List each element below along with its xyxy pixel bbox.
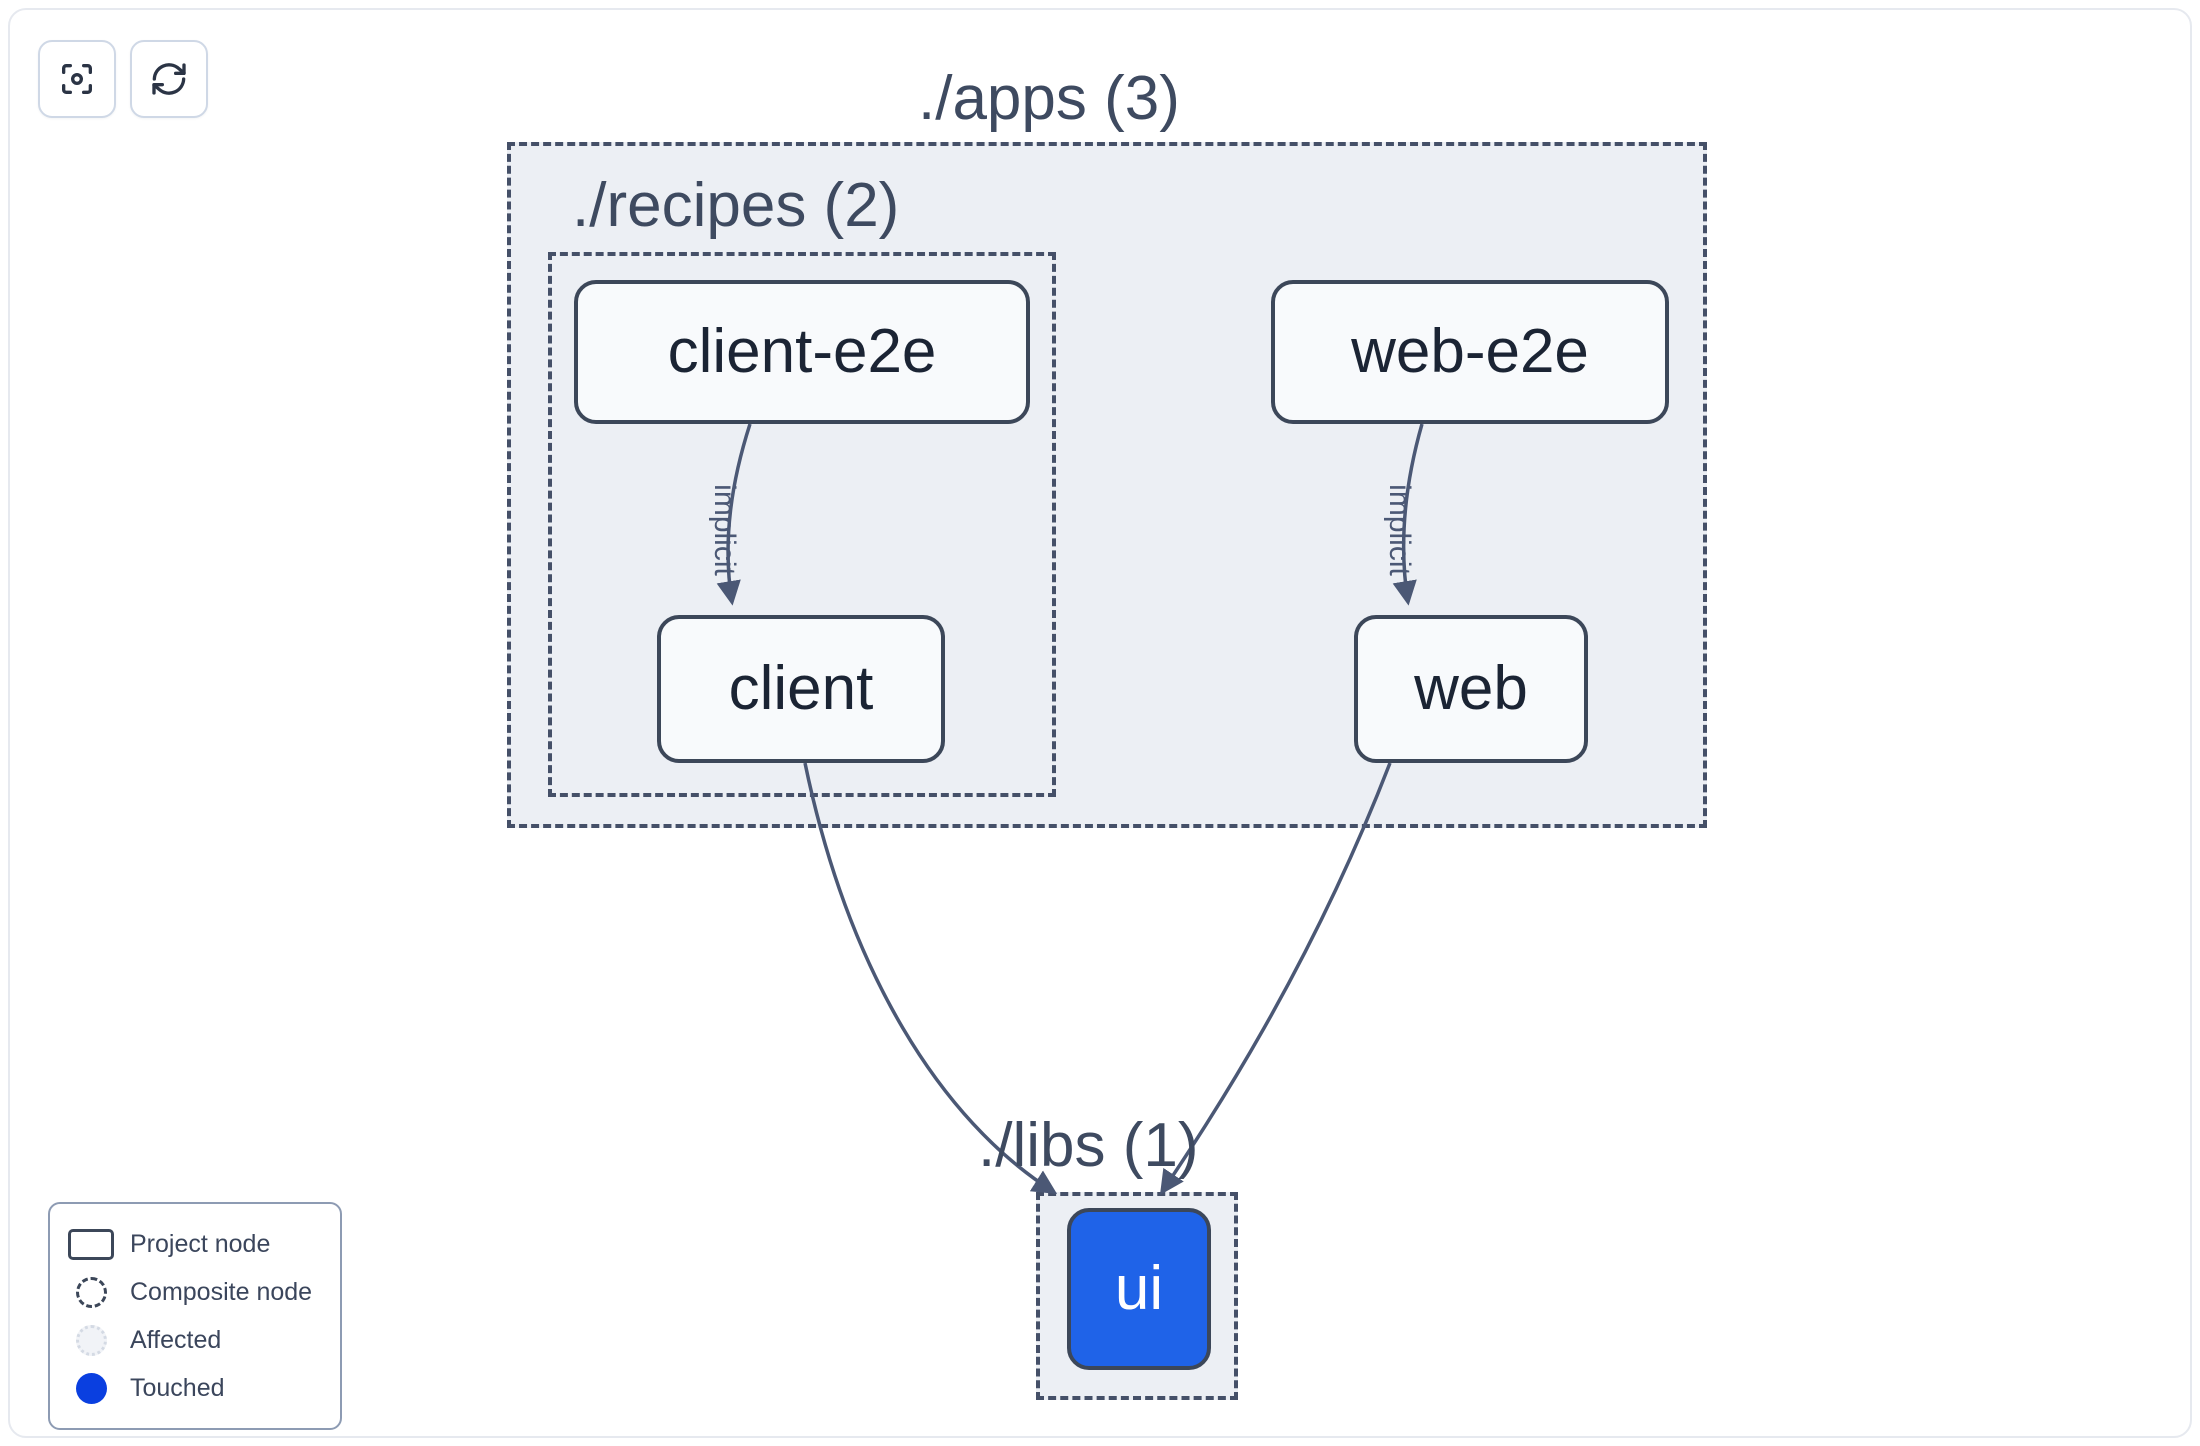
affected-swatch — [68, 1323, 114, 1357]
edge-label-client-e2e-client: implicit — [707, 484, 741, 576]
dependency-graph: ./apps (3) ./recipes (2) ./libs (1) impl… — [10, 10, 2190, 1436]
project-node-web-e2e[interactable]: web-e2e — [1271, 280, 1669, 424]
legend-label-affected: Affected — [130, 1325, 222, 1354]
refresh-icon — [149, 59, 189, 99]
graph-toolbar — [38, 40, 208, 118]
refresh-graph-button[interactable] — [130, 40, 208, 118]
project-node-client-e2e[interactable]: client-e2e — [574, 280, 1030, 424]
project-node-web[interactable]: web — [1354, 615, 1588, 763]
graph-canvas-frame: ./apps (3) ./recipes (2) ./libs (1) impl… — [8, 8, 2192, 1438]
focus-icon — [57, 59, 97, 99]
project-node-client[interactable]: client — [657, 615, 945, 763]
project-node-ui[interactable]: ui — [1067, 1208, 1211, 1370]
legend-item-composite-node: Composite node — [68, 1268, 322, 1316]
graph-legend: Project node Composite node Affected Tou… — [48, 1202, 342, 1430]
composite-label-recipes: ./recipes (2) — [572, 171, 900, 240]
legend-label-touched: Touched — [130, 1373, 225, 1402]
focus-graph-button[interactable] — [38, 40, 116, 118]
composite-node-swatch — [68, 1275, 114, 1309]
edge-label-web-e2e-web: implicit — [1382, 484, 1416, 576]
legend-label-project-node: Project node — [130, 1229, 271, 1258]
legend-label-composite-node: Composite node — [130, 1277, 313, 1306]
composite-label-libs: ./libs (1) — [978, 1111, 1199, 1180]
legend-item-project-node: Project node — [68, 1220, 322, 1268]
project-node-swatch — [68, 1227, 114, 1261]
legend-item-touched: Touched — [68, 1364, 322, 1412]
touched-swatch — [68, 1371, 114, 1405]
composite-label-apps: ./apps (3) — [918, 64, 1180, 133]
legend-item-affected: Affected — [68, 1316, 322, 1364]
